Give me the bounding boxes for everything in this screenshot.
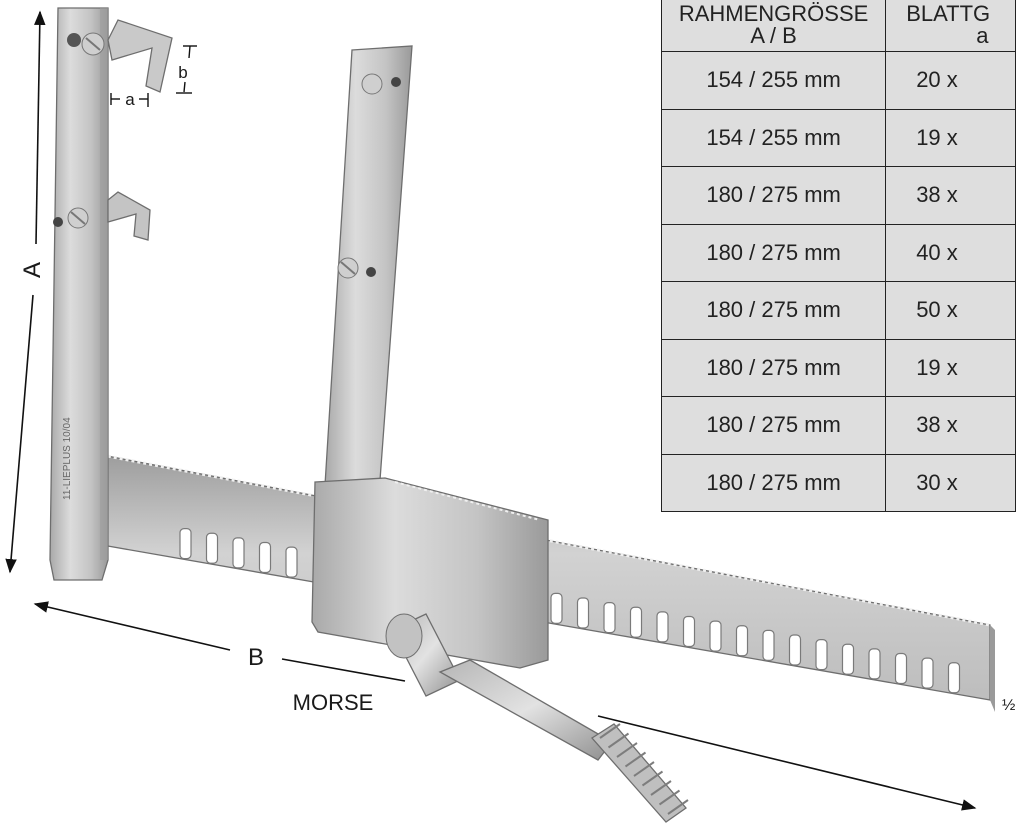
table-cell-frame: 154 / 255 mm: [660, 108, 887, 167]
table-cell-blade: 30 x: [885, 453, 1016, 512]
table-cell-blade: 40 x: [885, 223, 1016, 282]
header-blade-size-line1: BLATTG: [906, 1, 991, 26]
blade-top: [107, 19, 173, 93]
grip-ridge: [633, 761, 655, 777]
movable-arm: [324, 45, 413, 486]
rack-tooth: [550, 592, 563, 624]
rack-tooth: [576, 597, 590, 629]
rack-tooth: [735, 625, 749, 657]
header-blade-size-line2: a: [976, 23, 989, 48]
spec-table: RAHMENGRÖSSE A / B BLATTG a 154 / 255 mm…: [660, 0, 1016, 512]
rack-teeth: [179, 528, 961, 694]
table-cell-frame: 154 / 255 mm: [660, 51, 887, 110]
table-cell-blade: 38 x: [885, 396, 1016, 455]
dimension-b-label: B: [248, 644, 264, 671]
rack-tooth: [656, 611, 669, 643]
rack-tooth: [682, 615, 696, 648]
table-cell-frame: 180 / 275 mm: [660, 338, 887, 397]
rack-tooth: [232, 537, 245, 569]
table-header-row: RAHMENGRÖSSE A / B BLATTG a: [660, 0, 1016, 52]
header-frame-size-line2: A / B: [750, 23, 797, 48]
table-cell-frame: 180 / 275 mm: [660, 166, 887, 225]
blade-dimension-a-label: a: [125, 90, 135, 109]
rack-tooth: [868, 648, 881, 680]
dimension-a-line-top: [34, 10, 46, 245]
table-cell-blade: 50 x: [885, 281, 1016, 340]
table-cell-blade: 38 x: [885, 166, 1016, 225]
rack-tooth: [841, 643, 855, 675]
grip-ridge: [616, 742, 638, 758]
crank-handle: [385, 613, 689, 823]
table-cell-frame: 180 / 275 mm: [660, 223, 887, 282]
dimension-a: A: [5, 10, 46, 574]
header-frame-size-line1: RAHMENGRÖSSE: [678, 1, 869, 26]
grip-ridge: [641, 770, 664, 787]
rack-tooth: [205, 532, 219, 564]
screw-icon: [391, 77, 401, 87]
rack-tooth: [285, 546, 298, 578]
dimension-b-line-left: [33, 601, 231, 651]
rack-tooth: [629, 606, 643, 638]
slider-block: [311, 477, 549, 669]
dimension-a-label: A: [19, 262, 46, 278]
rack-tooth: [894, 652, 908, 685]
rack-tooth: [762, 629, 775, 661]
scale-label: ½: [1002, 697, 1015, 714]
dimension-b: B: [33, 601, 977, 811]
engraving-text: 11-LIEPLUS 10/04: [62, 417, 73, 500]
table-cell-frame: 180 / 275 mm: [660, 396, 887, 455]
grip-ridge: [599, 723, 621, 739]
rack-tooth: [947, 662, 961, 694]
header-blade-size: BLATTG a: [885, 0, 1016, 52]
table-cell-frame: 180 / 275 mm: [660, 281, 887, 340]
rack-tooth: [709, 620, 722, 652]
dimension-b-line-right: [597, 715, 977, 811]
blade-dimension-ab: a b: [110, 45, 197, 109]
screw-icon: [53, 217, 63, 227]
rack-tooth: [815, 639, 828, 671]
grip-ridge: [658, 789, 681, 806]
grip-ridge: [607, 732, 630, 749]
blade-dimension-b-label: b: [178, 63, 187, 82]
rack-tooth: [258, 541, 272, 574]
table-cell-blade: 20 x: [885, 51, 1016, 110]
rack-tooth: [179, 528, 192, 560]
rack-tooth: [603, 602, 616, 634]
table-cell-frame: 180 / 275 mm: [660, 453, 887, 512]
grip-ridge: [650, 780, 672, 796]
fixed-arm: 11-LIEPLUS 10/04: [49, 7, 109, 581]
dimension-a-line-bottom: [5, 294, 34, 574]
blade-bottom: [107, 191, 151, 241]
table-cell-blade: 19 x: [885, 108, 1016, 167]
table-cell-blade: 19 x: [885, 338, 1016, 397]
product-name: MORSE: [293, 690, 374, 715]
screw-icon: [361, 73, 383, 95]
header-frame-size: RAHMENGRÖSSE A / B: [660, 0, 887, 52]
dimension-b-line-mid: [281, 658, 406, 682]
rack-tooth: [921, 657, 934, 689]
screw-icon: [366, 267, 376, 277]
grip-ridges: [599, 723, 689, 815]
grip-ridge: [624, 751, 647, 768]
grip-ridge: [667, 799, 689, 815]
rack-tooth: [788, 634, 802, 666]
screw-icon: [67, 33, 81, 47]
